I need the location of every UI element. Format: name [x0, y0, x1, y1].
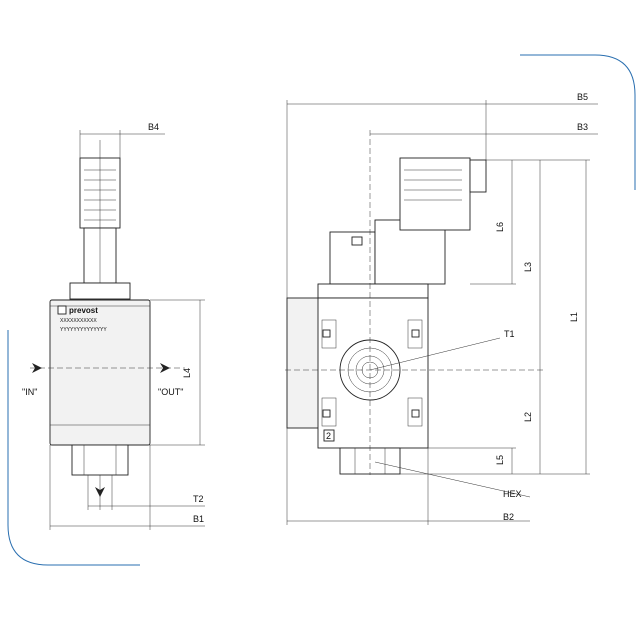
top-cap [317, 283, 429, 299]
dim-hex: HEX [503, 489, 522, 499]
position-badge-label: 2 [326, 431, 331, 441]
dim-l5: L5 [495, 455, 505, 465]
dim-l3: L3 [523, 262, 533, 272]
dim-t2: T2 [193, 494, 204, 504]
t1-leader [369, 337, 501, 371]
brand-logo-icon [57, 305, 67, 315]
dim-l2: L2 [523, 412, 533, 422]
out-arrow-icon [160, 363, 170, 373]
corner-arc-bottom-left [7, 330, 140, 566]
dim-t1: T1 [504, 329, 515, 339]
brand-label: prevost [69, 306, 98, 315]
hex-leader [374, 461, 531, 498]
in-label: "IN" [22, 387, 37, 397]
down-arrow-icon [95, 487, 105, 497]
dim-l4: L4 [182, 368, 192, 378]
connector-screw [469, 159, 487, 193]
connector-body [399, 157, 471, 231]
dim-b2: B2 [503, 512, 514, 522]
in-arrow-icon [32, 363, 42, 373]
coil-badge [351, 236, 363, 246]
bottom-port [71, 444, 129, 476]
plug-base [69, 282, 131, 300]
dim-b3: B3 [577, 122, 588, 132]
left-view: prevost XXXXXXXXXXX YYYYYYYYYYYYYY "IN" … [22, 122, 205, 530]
right-view: 2 B5 B3 L6 L3 L1 L2 L5 T1 HE [285, 92, 598, 525]
dim-l6: L6 [495, 222, 505, 232]
coil-housing [374, 219, 446, 285]
dim-l1: L1 [569, 312, 579, 322]
dim-b1: B1 [193, 514, 204, 524]
position-badge [323, 429, 335, 442]
out-label: "OUT" [158, 387, 183, 397]
dim-b4: B4 [148, 122, 159, 132]
serial-line-2: YYYYYYYYYYYYYY [60, 327, 107, 333]
corner-arc-top-right [520, 54, 636, 190]
dim-b5: B5 [577, 92, 588, 102]
serial-line-1: XXXXXXXXXXX [60, 318, 97, 324]
hex-nut [339, 447, 401, 475]
